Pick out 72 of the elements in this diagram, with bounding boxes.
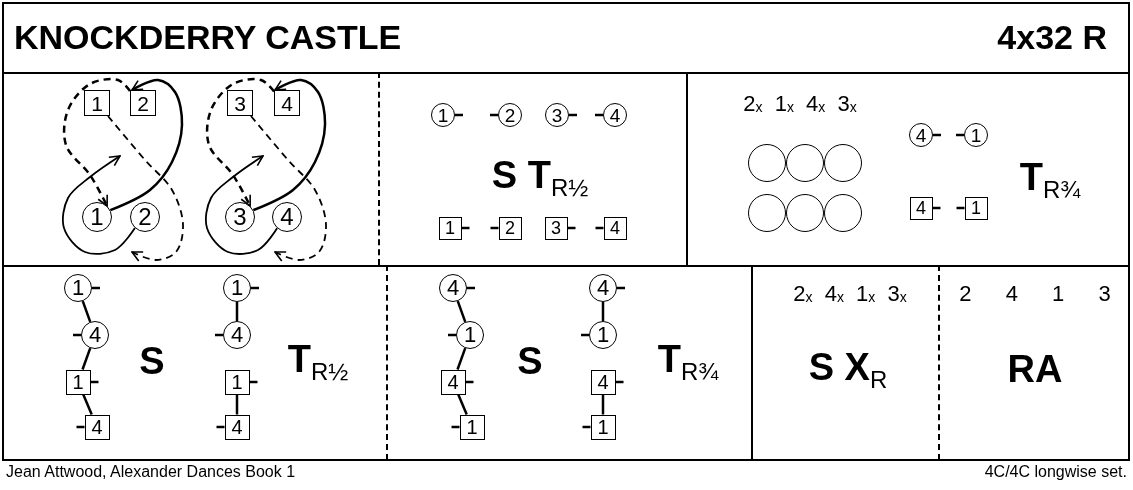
man-dancer-circle: 1 — [431, 103, 455, 127]
woman-dancer-square: 4 — [274, 90, 300, 116]
man-dancer-circle: 4 — [589, 274, 617, 302]
woman-dancer-square: 1 — [459, 414, 485, 440]
woman-dancer-square: 1 — [438, 216, 462, 240]
figure-notation: S — [139, 341, 165, 383]
woman-dancer-square: 3 — [227, 90, 253, 116]
man-dancer-circle: 1 — [82, 202, 112, 232]
dance-track-arrow — [205, 155, 278, 255]
man-dancer-circle: 1 — [456, 321, 484, 349]
man-dancer-circle: 1 — [223, 274, 251, 302]
hand-connection — [601, 394, 605, 415]
woman-dancer-square: 3 — [544, 216, 568, 240]
woman-dancer-square: 2 — [130, 90, 156, 116]
woman-dancer-square: 2 — [498, 216, 522, 240]
man-dancer-circle: 3 — [225, 202, 255, 232]
figure-panel — [3, 265, 388, 460]
woman-dancer-square: 1 — [65, 369, 91, 395]
man-dancer-circle: 4 — [603, 103, 627, 127]
source-credit: Jean Attwood, Alexander Dances Book 1 — [6, 463, 296, 481]
woman-dancer-square: 4 — [590, 369, 616, 395]
man-dancer-circle: 4 — [272, 202, 302, 232]
hand-connection — [82, 394, 93, 415]
dance-track-arrow — [250, 115, 327, 262]
hand-connection — [62, 77, 131, 207]
figure-panel — [388, 265, 753, 460]
set-description: 4C/4C longwise set. — [984, 463, 1127, 481]
hand-connection — [235, 394, 239, 415]
man-dancer-circle: 2 — [130, 202, 160, 232]
hand-connection — [205, 77, 275, 207]
figure-notation: RA — [1007, 349, 1063, 391]
man-dancer-circle: 3 — [545, 103, 569, 127]
figure-notation: S — [517, 341, 543, 383]
woman-dancer-square: 4 — [84, 414, 110, 440]
man-dancer-circle: 2 — [498, 103, 522, 127]
woman-dancer-square: 4 — [224, 414, 250, 440]
figure-notation: T$_{R½}$ — [287, 338, 349, 386]
man-dancer-circle: 1 — [964, 123, 988, 147]
man-dancer-circle: 4 — [909, 123, 933, 147]
title: KNOCKDERRY CASTLE — [14, 18, 402, 57]
man-dancer-circle: 4 — [223, 321, 251, 349]
hand-connection — [601, 302, 605, 321]
hand-connection — [81, 300, 92, 323]
woman-dancer-square: 1 — [224, 369, 250, 395]
dance-format: 4x32 R — [997, 18, 1107, 57]
woman-dancer-square: 1 — [590, 414, 616, 440]
hand-connection — [235, 302, 239, 321]
hand-connection — [252, 78, 327, 212]
hand-connection — [456, 300, 467, 323]
woman-dancer-square: 4 — [909, 196, 933, 220]
woman-dancer-square: 4 — [440, 369, 466, 395]
figure-notation: T$_{R¾}$ — [657, 338, 719, 386]
figure-notation: S X$_{R}$ — [808, 346, 888, 394]
figure-panel — [753, 265, 940, 460]
man-dancer-circle: 1 — [64, 274, 92, 302]
dance-track-arrow — [107, 115, 184, 262]
dancer-order: 2 4 1 3 — [959, 281, 1111, 307]
hand-connection — [109, 78, 184, 212]
woman-dancer-square: 4 — [603, 216, 627, 240]
man-dancer-circle: 4 — [439, 274, 467, 302]
figure-notation: T$_{R¾}$ — [1019, 156, 1081, 204]
hand-connection — [457, 394, 468, 415]
woman-dancer-square: 1 — [84, 90, 110, 116]
figure-notation: S T$_{R½}$ — [491, 154, 589, 202]
hand-connection — [456, 347, 467, 370]
man-dancer-circle: 4 — [81, 321, 109, 349]
hand-connection — [81, 347, 92, 370]
dance-track-arrow — [62, 155, 136, 255]
figure-panel — [380, 72, 688, 265]
man-dancer-circle: 1 — [589, 321, 617, 349]
figure-panel — [3, 72, 380, 265]
woman-dancer-square: 1 — [964, 196, 988, 220]
